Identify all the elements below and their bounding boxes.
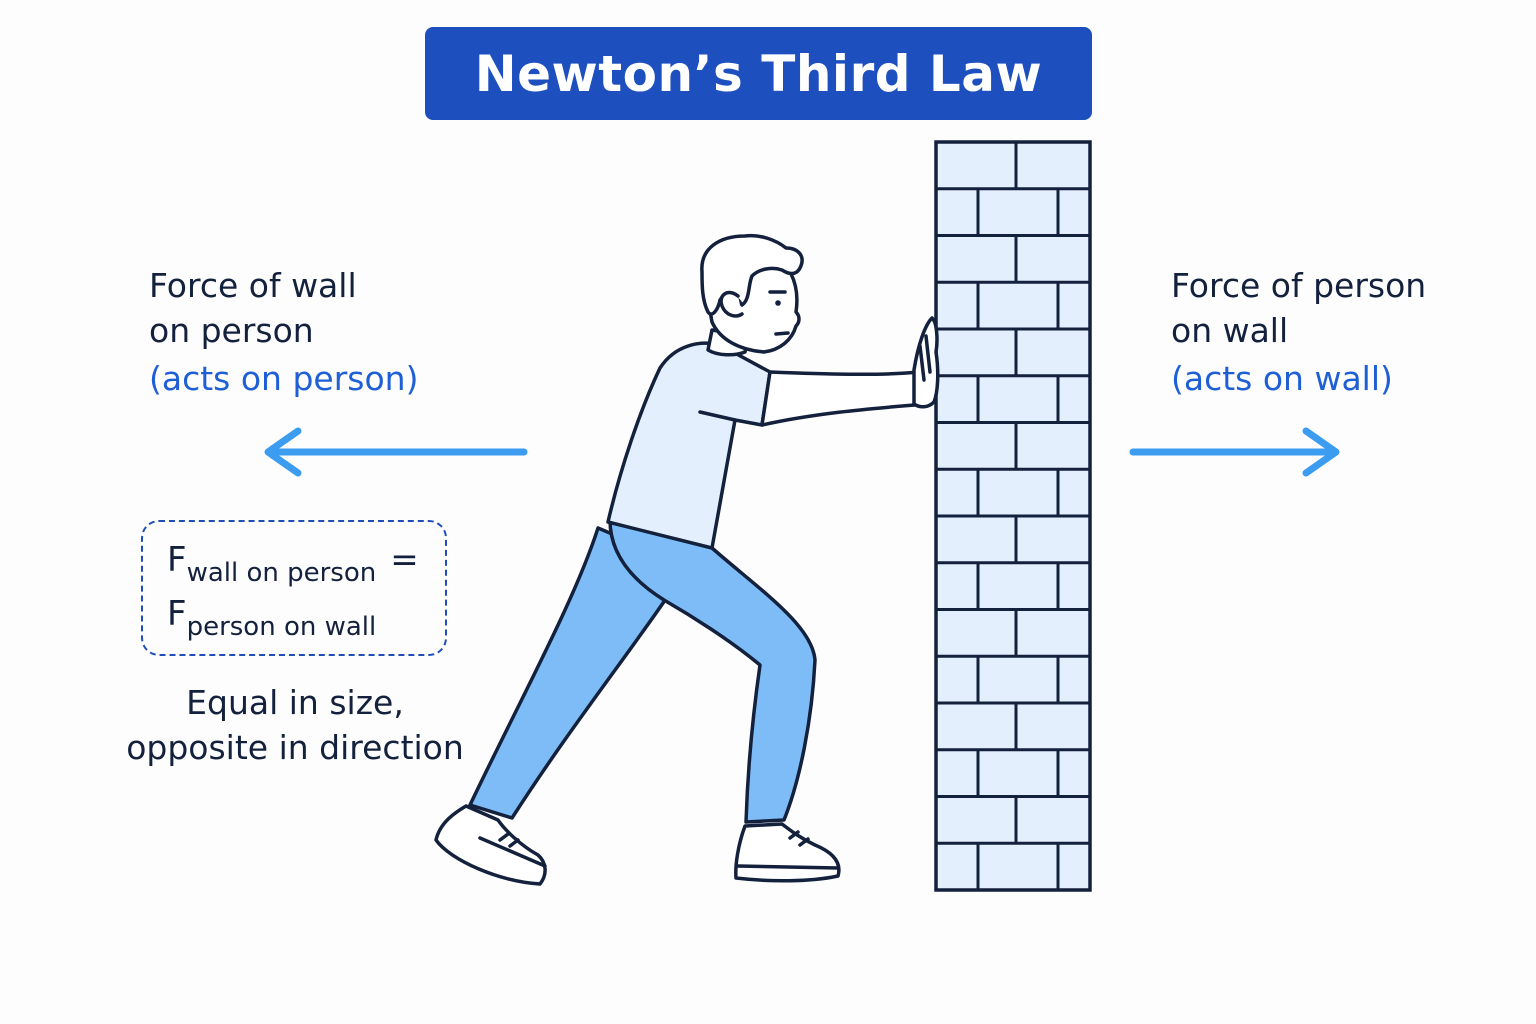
force-subscript-wall-on-person: wall on person xyxy=(186,558,377,588)
caption-line1: Equal in size, xyxy=(186,683,404,722)
front-shoe xyxy=(734,822,841,883)
arm-lower-line xyxy=(698,410,737,422)
equation-line-1: Fwall on person = xyxy=(167,540,419,588)
ear xyxy=(719,290,744,318)
left-force-line2: on person xyxy=(149,311,314,350)
title-banner: Newton’s Third Law xyxy=(425,27,1092,120)
front-leg xyxy=(608,518,817,824)
left-force-acts-on: (acts on person) xyxy=(149,359,419,398)
person-figure xyxy=(434,233,940,886)
equation-box: Fwall on person = Fperson on wall xyxy=(141,520,447,656)
left-force-line1: Force of wall xyxy=(149,266,357,305)
arrow-left-icon xyxy=(264,427,528,477)
caption-line2: opposite in direction xyxy=(126,728,464,767)
right-force-acts-on: (acts on wall) xyxy=(1171,359,1393,398)
force-subscript-person-on-wall: person on wall xyxy=(186,612,377,642)
shirt xyxy=(606,341,772,550)
brick-wall xyxy=(934,140,1092,892)
hair xyxy=(700,233,804,316)
force-symbol-1: F xyxy=(167,540,187,580)
eye xyxy=(775,300,781,306)
upper-arm xyxy=(760,370,928,427)
equals-sign: = xyxy=(390,540,419,580)
right-force-label: Force of person on wall (acts on wall) xyxy=(1171,263,1426,401)
equal-opposite-caption: Equal in size, opposite in direction xyxy=(100,680,490,770)
right-force-line2: on wall xyxy=(1171,311,1289,350)
force-symbol-2: F xyxy=(167,594,187,634)
equation-line-2: Fperson on wall xyxy=(167,594,376,642)
right-force-line1: Force of person xyxy=(1171,266,1427,305)
back-leg xyxy=(468,526,690,820)
page-title: Newton’s Third Law xyxy=(474,44,1043,103)
left-force-label: Force of wall on person (acts on person) xyxy=(149,263,418,401)
arrow-right-icon xyxy=(1129,427,1340,477)
hand xyxy=(912,316,940,409)
back-shoe xyxy=(434,804,547,886)
